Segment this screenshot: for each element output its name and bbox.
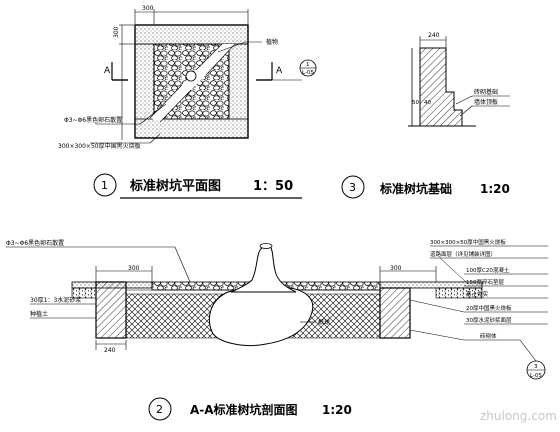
plan-label-gravel: Φ3~Φ6黑色卵石散置 bbox=[64, 116, 122, 124]
foundation-dim-top: 240 bbox=[428, 32, 440, 39]
section-label-r2: 道路面层（详见铺装详图） bbox=[430, 250, 496, 258]
section-label-r6: 20厚中国黑火烧板 bbox=[466, 304, 512, 312]
foundation-title-circle bbox=[341, 175, 365, 199]
section-label-r7: 30厚水泥砂浆面层 bbox=[466, 316, 512, 324]
section-dim-right: 300 bbox=[390, 265, 402, 272]
section-label-r5: 素土夯实 bbox=[466, 290, 489, 298]
section-title-scale: 1:20 bbox=[322, 403, 352, 417]
foundation-label-2: 墙体顶板 bbox=[474, 98, 498, 106]
plan-title-scale: 1：50 bbox=[253, 179, 293, 194]
section-label-r3: 100厚C20混凝土 bbox=[466, 266, 510, 274]
section-label-gravel: Φ3~Φ6黑色卵石散置 bbox=[6, 239, 64, 247]
section-label-r8: 砖砌体 bbox=[480, 332, 497, 340]
foundation-dim-b: 40 bbox=[424, 100, 431, 106]
plan-title: 标准树坑平面图 bbox=[129, 178, 221, 194]
section-label-l2: 种植土 bbox=[30, 310, 48, 318]
plan-label-slab: 300×300×50厚中国黑火烧板 bbox=[58, 142, 141, 150]
foundation-title-scale: 1:20 bbox=[480, 182, 510, 196]
plan-trunk bbox=[185, 70, 197, 82]
plan-view: 300 300 A A 1 L-05 植物 bbox=[58, 5, 317, 199]
section-label-l1: 30厚1：3水泥砂浆 bbox=[30, 296, 81, 304]
plan-title-num: 1 bbox=[101, 179, 108, 192]
section-label-r1: 300×300×50厚中国黑火烧板 bbox=[430, 238, 506, 246]
section-left-wall bbox=[95, 281, 127, 339]
plan-dim-top: 300 bbox=[142, 5, 154, 12]
section-callout-top: 3 bbox=[534, 364, 538, 370]
section-title-circle bbox=[148, 397, 172, 421]
plan-section-mark-left: A bbox=[104, 66, 111, 76]
section-root-ball bbox=[208, 285, 314, 346]
foundation-title-num: 3 bbox=[349, 181, 356, 194]
plan-label-plant: 植物 bbox=[266, 38, 278, 46]
foundation-wall bbox=[419, 47, 463, 127]
plan-dim-left: 300 bbox=[113, 26, 120, 38]
foundation-dim-a: 50 bbox=[412, 100, 419, 106]
section-dim-bottom: 240 bbox=[104, 347, 116, 354]
section-callout-bottom: L-05 bbox=[530, 373, 542, 379]
plan-title-circle bbox=[93, 173, 117, 197]
section-view: Φ3~Φ6黑色卵石散置 300 300 根球 bbox=[6, 238, 548, 421]
watermark-text: zhulong.com bbox=[480, 409, 557, 423]
foundation-view: 240 50 40 砖砌基础 墙体顶板 3 标准树坑基础 1:20 bbox=[341, 32, 510, 199]
plan-callout-bottom: L-05 bbox=[302, 70, 314, 76]
section-right-wall bbox=[379, 287, 411, 339]
section-dim-left: 300 bbox=[128, 265, 140, 272]
section-label-root: 根球 bbox=[318, 318, 330, 326]
plan-section-mark-right: A bbox=[276, 66, 283, 76]
plan-callout-top: 1 bbox=[306, 62, 310, 68]
foundation-title: 标准树坑基础 bbox=[379, 181, 452, 196]
section-title: A-A标准树坑剖面图 bbox=[190, 402, 298, 417]
section-title-num: 2 bbox=[156, 403, 163, 416]
section-label-r4: 150厚碎石垫层 bbox=[466, 278, 504, 286]
foundation-label-1: 砖砌基础 bbox=[474, 88, 498, 96]
